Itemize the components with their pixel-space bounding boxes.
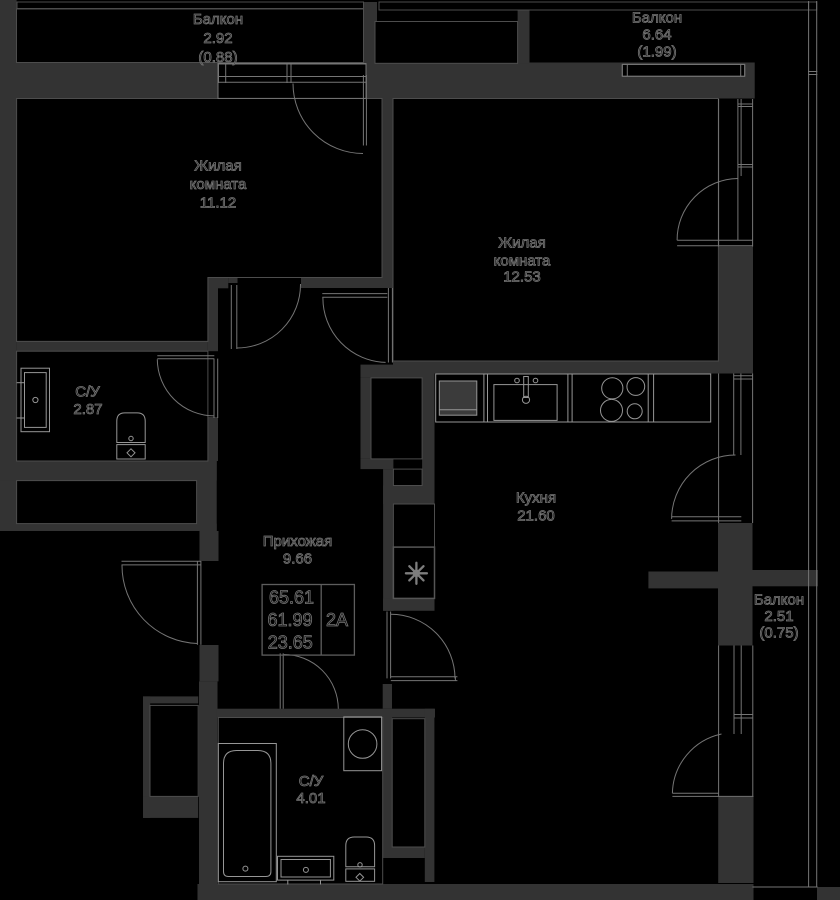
svg-text:21.60: 21.60 <box>517 508 555 525</box>
svg-text:(1.99): (1.99) <box>637 44 676 61</box>
svg-text:Прихожая: Прихожая <box>263 533 333 550</box>
svg-text:(0.75): (0.75) <box>759 625 798 642</box>
svg-text:4.01: 4.01 <box>296 790 325 807</box>
svg-text:Балкон: Балкон <box>632 10 682 27</box>
svg-text:Балкон: Балкон <box>754 592 804 609</box>
svg-text:2.92: 2.92 <box>203 30 232 47</box>
svg-text:23.65: 23.65 <box>268 632 313 652</box>
svg-text:Жилая: Жилая <box>498 235 545 252</box>
svg-text:61.99: 61.99 <box>267 610 312 630</box>
svg-text:комната: комната <box>190 176 247 193</box>
svg-text:11.12: 11.12 <box>200 195 236 212</box>
svg-text:9.66: 9.66 <box>283 551 312 568</box>
svg-text:65.61: 65.61 <box>269 588 314 608</box>
svg-text:Балкон: Балкон <box>193 11 243 28</box>
svg-text:С/У: С/У <box>75 384 100 401</box>
svg-text:Кухня: Кухня <box>516 490 556 507</box>
svg-text:С/У: С/У <box>299 773 324 790</box>
svg-text:2А: 2А <box>326 610 348 630</box>
svg-text:(0.88): (0.88) <box>198 49 237 66</box>
svg-text:6.64: 6.64 <box>642 27 671 44</box>
svg-text:2.87: 2.87 <box>73 401 102 418</box>
svg-text:Жилая: Жилая <box>194 158 241 175</box>
svg-text:комната: комната <box>494 253 551 270</box>
svg-text:12.53: 12.53 <box>503 269 541 286</box>
svg-text:2.51: 2.51 <box>764 608 793 625</box>
